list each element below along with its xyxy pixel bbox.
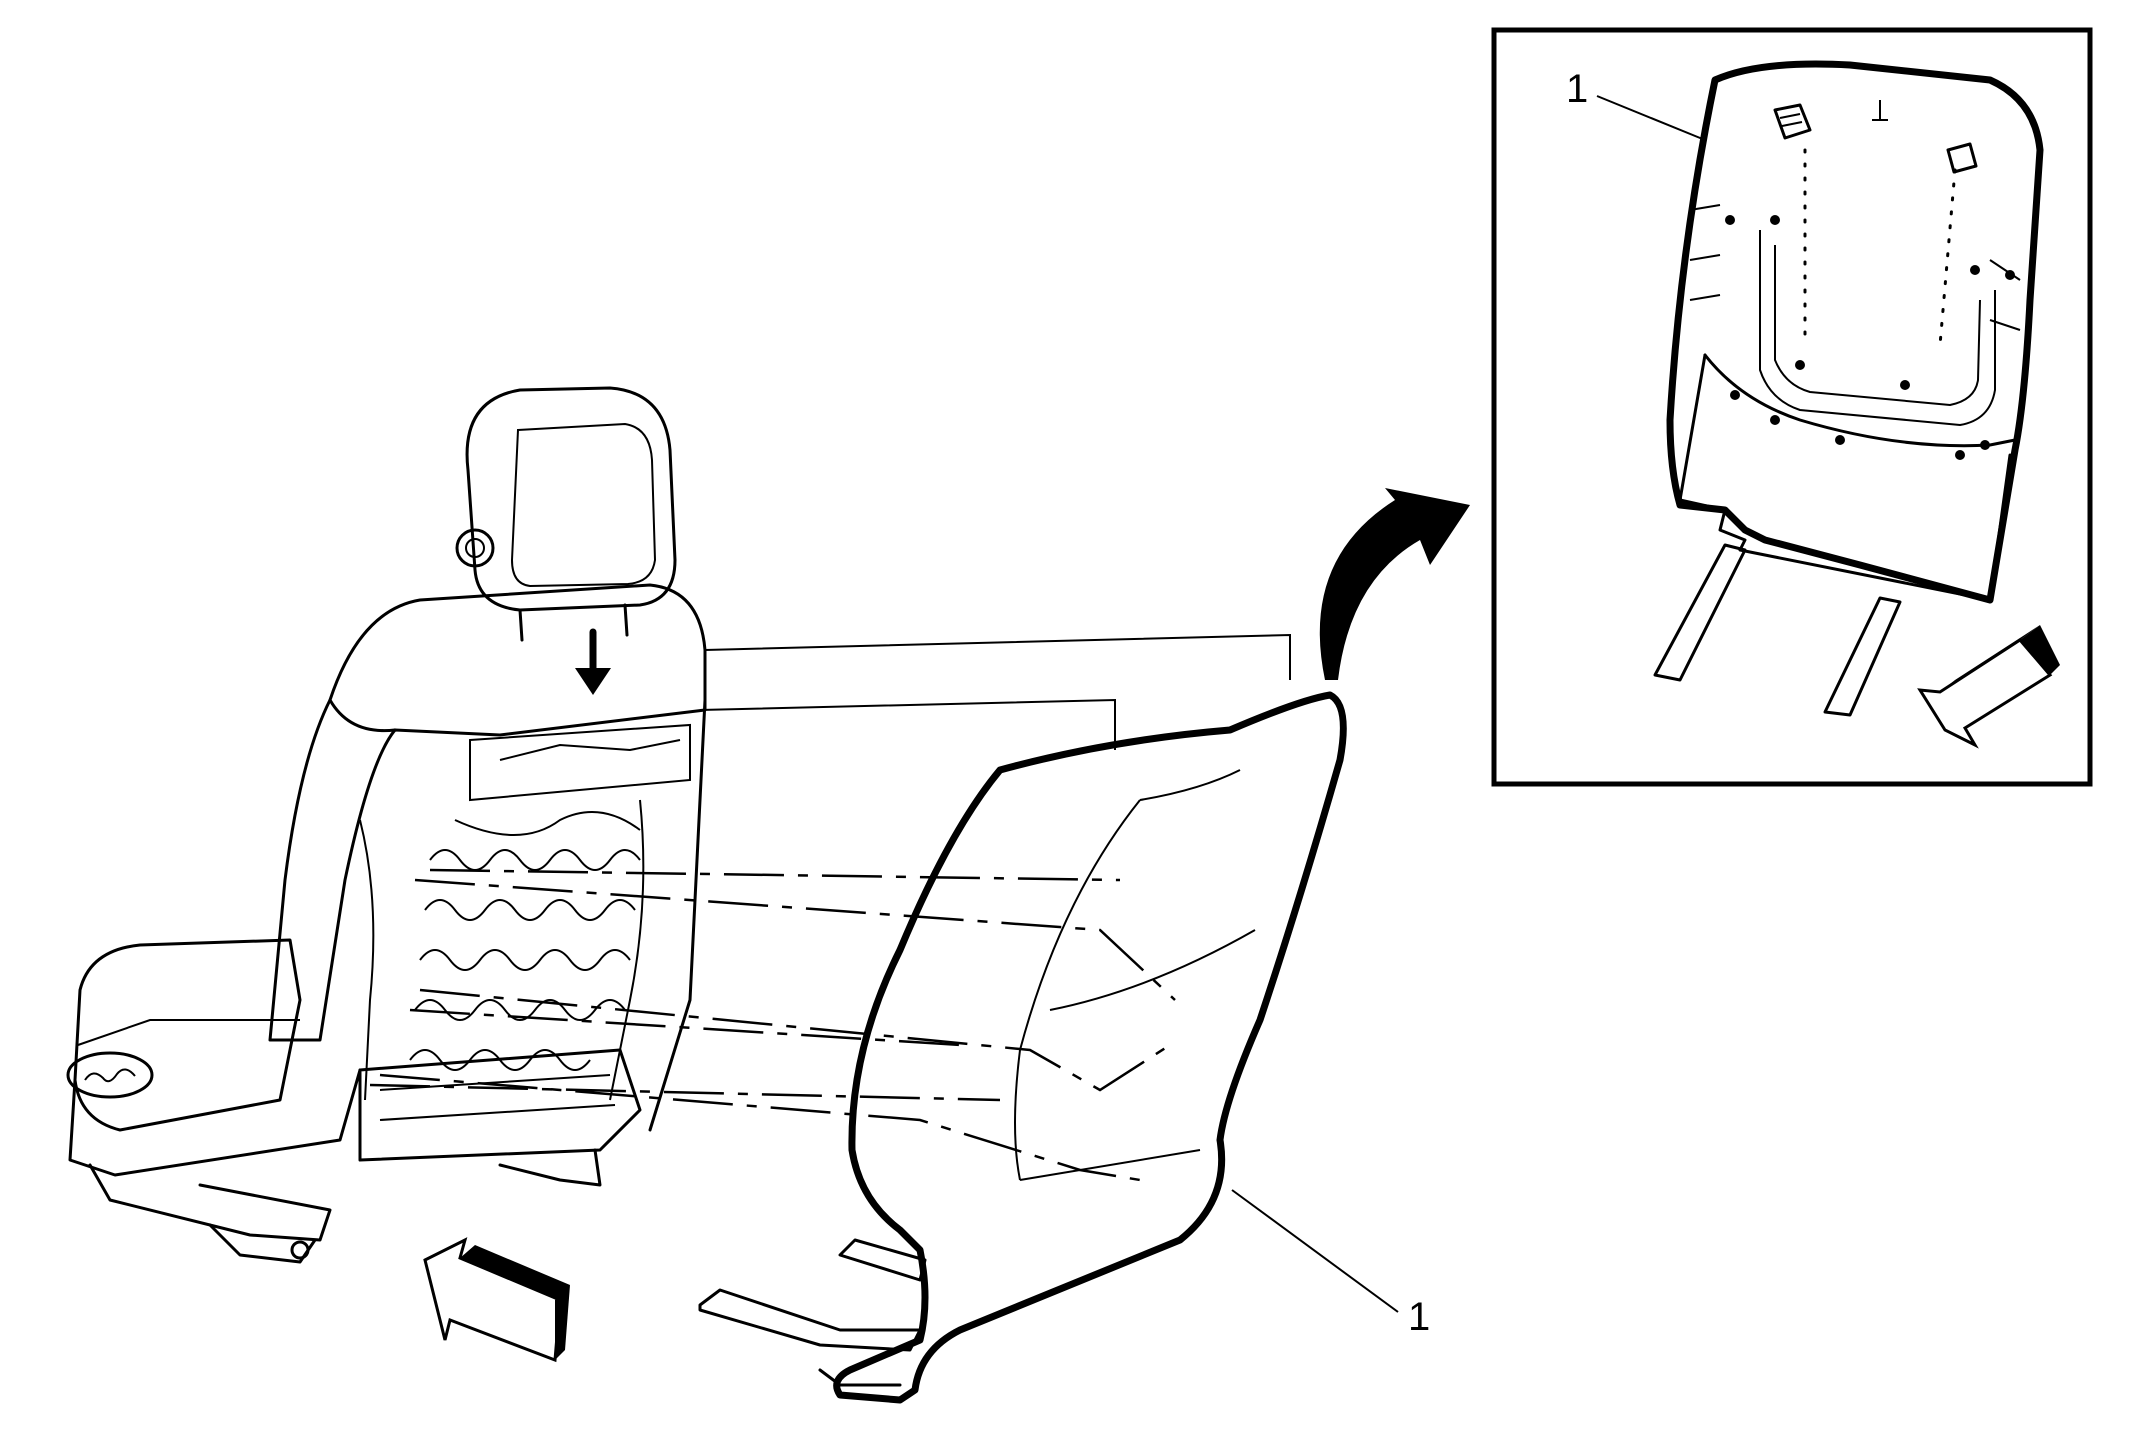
front-direction-arrow-icon — [423, 1237, 570, 1363]
callout-label-1-inset: 1 — [1566, 67, 1588, 111]
seat-cushion — [66, 938, 642, 1177]
down-arrow-icon — [575, 628, 611, 695]
fastener-dots — [1725, 215, 2015, 460]
callout-label-1: 1 — [1408, 1295, 1430, 1339]
seatback-cover — [698, 691, 1347, 1404]
alignment-lines — [369, 633, 1291, 1182]
inset-front-direction-arrow-icon — [1917, 625, 2060, 749]
detail-view-arrow-icon — [1319, 488, 1470, 680]
seat-assembly — [66, 386, 707, 1264]
callout-main: 1 — [1231, 1189, 1430, 1339]
headrest — [455, 386, 677, 642]
detail-inset: 1 — [1491, 27, 2093, 787]
seatback-frame — [268, 583, 707, 1132]
seat-track — [88, 1148, 602, 1264]
